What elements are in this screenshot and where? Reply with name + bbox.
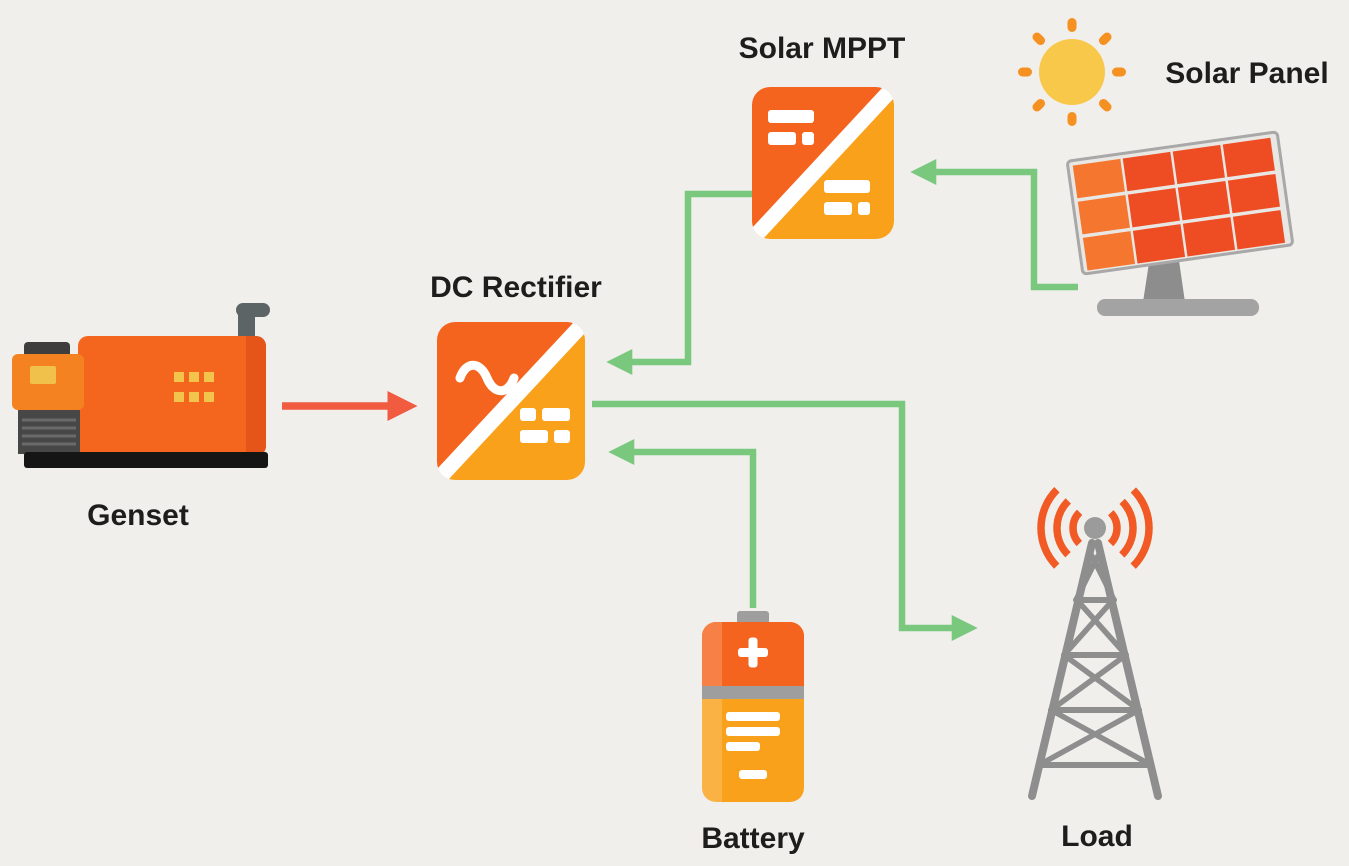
solar-panel-illustration [1066,130,1294,316]
sun-disc [1039,39,1105,105]
battery-level-bars [726,712,780,751]
solar-panel-array [1066,130,1294,276]
load-tower-icon [1028,517,1162,800]
arrow-rectifier-to-load [592,400,978,641]
genset-label: Genset [87,499,189,532]
battery-label: Battery [701,822,805,855]
battery-terminal [737,611,769,624]
genset-body [78,336,266,456]
signal-waves-icon [1037,470,1153,586]
dc-rectifier-label: DC Rectifier [430,271,602,304]
solar-mppt-label: Solar MPPT [739,32,906,65]
solar-cells [1072,137,1286,271]
load-label: Load [1061,820,1133,853]
mppt-bars-bottom-icon [824,180,870,215]
genset-vents [174,372,214,402]
battery-minus-icon [739,770,767,779]
arrow-solar-panel-to-mppt [910,159,1078,291]
genset-base [24,452,268,468]
solar-panel-base [1097,299,1259,316]
genset-illustration [12,303,270,468]
solar-mppt-icon [752,87,894,239]
sun-icon [1018,18,1126,126]
tower-braces [1036,553,1154,768]
arrow-battery-to-rectifier [608,439,757,608]
dc-rectifier-icon [437,322,585,480]
dc-bars-icon [520,408,570,443]
solar-panel-label: Solar Panel [1165,57,1328,90]
genset-radiator [18,410,80,454]
tower-beacon [1084,517,1106,539]
dc-rectifier-dc-half [448,333,585,480]
arrow-mppt-to-rectifier [606,190,754,375]
battery-band [702,686,804,699]
genset-engine-light [30,366,56,384]
dc-rectifier-ac-half [437,322,574,469]
battery-plus-icon [738,637,768,668]
ac-wave-icon [455,360,519,396]
edges [282,159,1078,641]
mppt-bars-top-icon [768,110,814,145]
battery-highlight [702,622,722,802]
sun-rays [1018,18,1126,126]
genset-body-shade [246,336,266,456]
genset-radiator-fins [22,418,76,446]
battery-icon [702,611,804,802]
tower-rungs [1036,597,1154,768]
